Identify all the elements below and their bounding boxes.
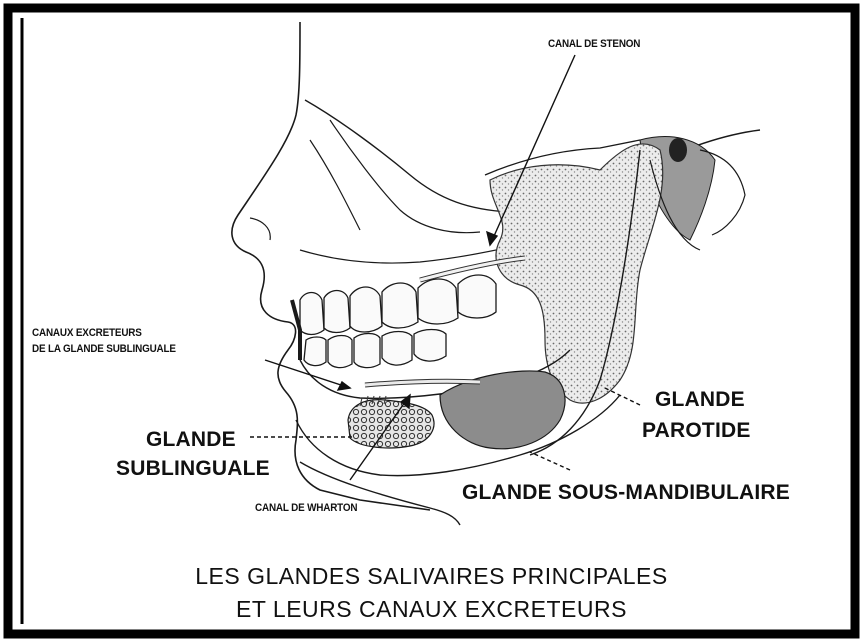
sublingual-gland — [348, 400, 434, 448]
upper-teeth — [300, 275, 496, 335]
label-glande-sublinguale-line1: GLANDE — [146, 428, 236, 452]
lower-teeth — [304, 330, 446, 368]
label-canal-stenon: CANAL DE STENON — [548, 38, 640, 50]
label-canaux-excreteurs-line2: DE LA GLANDE SUBLINGUALE — [32, 343, 176, 355]
label-glande-parotide-line2: PAROTIDE — [642, 419, 751, 443]
label-glande-parotide-line1: GLANDE — [655, 388, 745, 412]
caption-line2: ET LEURS CANAUX EXCRETEURS — [0, 596, 863, 623]
label-canal-wharton: CANAL DE WHARTON — [255, 502, 357, 514]
label-glande-sous-mandibulaire: GLANDE SOUS-MANDIBULAIRE — [462, 481, 790, 505]
label-glande-sublinguale-line2: SUBLINGUALE — [116, 457, 270, 481]
caption-line1: LES GLANDES SALIVAIRES PRINCIPALES — [0, 563, 863, 590]
label-canaux-excreteurs-line1: CANAUX EXCRETEURS — [32, 327, 142, 339]
